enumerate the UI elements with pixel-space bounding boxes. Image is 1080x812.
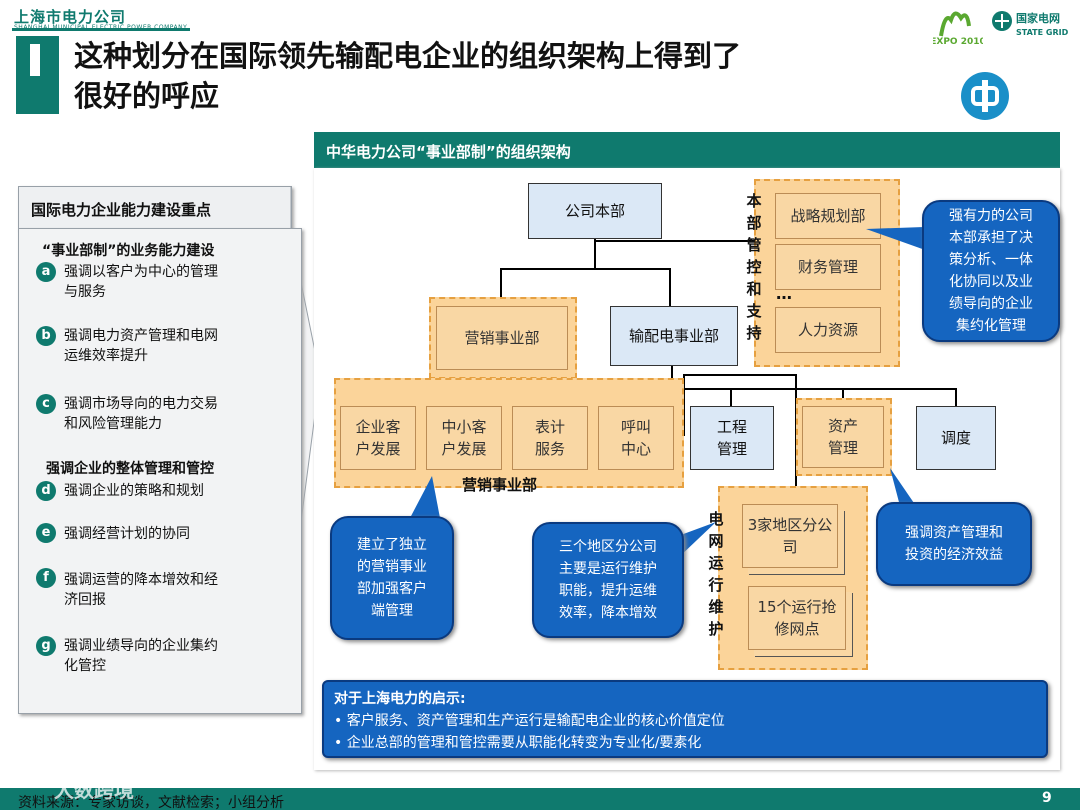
focus-item-c: 强调市场导向的电力交易和风险管理能力 [64, 396, 218, 432]
connector [671, 364, 673, 388]
watermark: 大数跨境 [54, 778, 134, 802]
badge-e: e [36, 523, 56, 543]
org-box-dispatch: 调度 [916, 406, 996, 470]
state-grid-logo: 国家电网 STATE GRID [990, 6, 1078, 48]
org-chart-heading: 中华电力公司“事业部制”的组织架构 [314, 132, 1060, 168]
callout-asset-pointer [890, 468, 916, 506]
focus-item-f: 强调运营的降本增效和经济回报 [64, 572, 218, 608]
company-name-en: SHANGHAI MUNICIPAL ELECTRIC POWER COMPAN… [14, 24, 187, 31]
callout-hq: 强有力的公司本部承担了决策分析、一体 化协同以及业绩导向的企业集约化管理 [922, 200, 1060, 342]
connector [594, 237, 596, 269]
connector [671, 388, 955, 390]
org-chart-heading-text: 中华电力公司“事业部制”的组织架构 [326, 143, 571, 161]
connector [730, 388, 732, 406]
org-box-enterprise-customers: 企业客户发展 [340, 406, 416, 470]
org-box-finance: 财务管理 [775, 244, 881, 290]
insight-bullet-1: • 客户服务、资产管理和生产运行是输配电企业的核心价值定位 [334, 713, 725, 729]
expo-logo: EXPO 2010 [930, 6, 986, 48]
badge-c: c [36, 394, 56, 414]
state-grid-logo-en: STATE GRID [1016, 28, 1069, 37]
insight-box: 对于上海电力的启示: • 客户服务、资产管理和生产运行是输配电企业的核心价值定位… [322, 680, 1048, 758]
callout-marketing: 建立了独立的营销事业部加强客户端管理 [330, 516, 454, 640]
connector [683, 374, 795, 376]
section-title-management: 强调企业的整体管理和管控 [46, 461, 214, 477]
title-line-2: 很好的呼应 [74, 79, 220, 113]
focus-panel-body [18, 228, 302, 714]
footer-bar [0, 788, 1080, 810]
grid-ops-label-text: 电网运行维护 [708, 510, 724, 638]
org-box-transmission-distribution: 输配电事业部 [610, 306, 738, 366]
more-depts-ellipsis: … [776, 284, 792, 303]
section-title-business: “事业部制”的业务能力建设 [42, 243, 215, 259]
hq-support-label-text: 本部管控和支持 [746, 192, 762, 342]
focus-item-e: 强调经营计划的协同 [64, 526, 190, 542]
hq-support-label: 本部管控和支持 [746, 190, 764, 344]
focus-item-a: 强调以客户为中心的管理与服务 [64, 264, 218, 300]
badge-b: b [36, 326, 56, 346]
callout-hq-pointer [866, 227, 928, 251]
focus-item-b: 强调电力资产管理和电网运维效率提升 [64, 328, 218, 364]
org-box-marketing: 营销事业部 [436, 306, 568, 370]
connector [683, 374, 685, 436]
focus-panel-heading-text: 国际电力企业能力建设重点 [31, 201, 212, 219]
org-box-sme-customers: 中小客户发展 [426, 406, 502, 470]
insight-bullet-2: • 企业总部的管理和管控需要从职能化转变为专业化/要素化 [334, 735, 702, 751]
title-line-1: 这种划分在国际领先输配电企业的组织架构上得到了 [74, 39, 742, 73]
callout-grid-pointer [678, 522, 716, 558]
connector [955, 388, 957, 406]
connector [500, 268, 670, 270]
page-number: 9 [1042, 790, 1052, 806]
org-box-call-center: 呼叫中心 [598, 406, 674, 470]
badge-f: f [36, 568, 56, 588]
org-box-metering: 表计服务 [512, 406, 588, 470]
marketing-group-label: 营销事业部 [462, 476, 538, 494]
insight-title: 对于上海电力的启示: [334, 691, 466, 707]
badge-d: d [36, 481, 56, 501]
focus-item-g: 强调业绩导向的企业集约化管控 [64, 638, 218, 674]
org-box-repair-stations: 15个运行抢修网点 [748, 586, 846, 650]
org-box-strategy: 战略规划部 [775, 193, 881, 239]
page-title: 这种划分在国际领先输配电企业的组织架构上得到了 很好的呼应 [74, 36, 924, 116]
china-light-power-logo [961, 72, 1009, 120]
focus-item-d: 强调企业的策略和规划 [64, 483, 204, 499]
org-box-regional-branches: 3家地区分公司 [742, 504, 838, 568]
callout-marketing-pointer [410, 476, 440, 518]
brand-divider [12, 28, 190, 31]
expo-logo-text: EXPO 2010 [933, 37, 983, 47]
connector [842, 388, 844, 406]
title-accent-tick [30, 44, 40, 76]
org-box-asset-management: 资产管理 [802, 406, 884, 468]
badge-g: g [36, 636, 56, 656]
connector [596, 240, 756, 242]
org-box-hr: 人力资源 [775, 307, 881, 353]
state-grid-logo-cn: 国家电网 [1016, 11, 1060, 25]
connector [669, 268, 671, 306]
grid-ops-label: 电网运行维护 [708, 508, 726, 640]
badge-a: a [36, 262, 56, 282]
company-name-cn: 上海市电力公司 [14, 8, 127, 26]
org-box-headquarters: 公司本部 [528, 183, 662, 239]
callout-asset: 强调资产管理和投资的经济效益 [876, 502, 1032, 586]
focus-panel-heading: 国际电力企业能力建设重点 [18, 186, 292, 230]
source-note: 资料来源：专家访谈，文献检索；小组分析 [18, 795, 284, 811]
callout-grid: 三个地区分公司主要是运行维护职能，提升运维效率，降本增效 [532, 522, 684, 638]
connector [500, 268, 502, 304]
org-box-engineering: 工程管理 [690, 406, 774, 470]
